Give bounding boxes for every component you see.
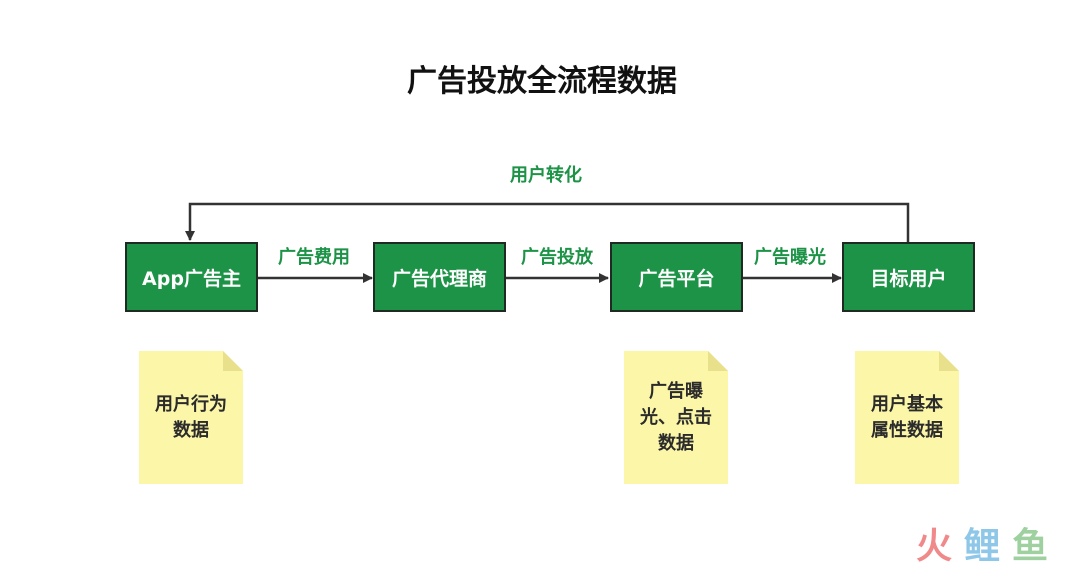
node-ad-platform: 广告平台 — [610, 242, 743, 312]
node-label: 目标用户 — [870, 267, 947, 290]
arrow-user-to-advertiser — [185, 202, 910, 242]
edge-label-ad-exposure: 广告曝光 — [754, 247, 826, 268]
node-label: 广告平台 — [638, 267, 715, 290]
node-ad-agency: 广告代理商 — [373, 242, 506, 312]
note-ad-exposure-click-data: 广告曝 光、点击 数据 — [624, 351, 728, 484]
note-shape — [624, 351, 728, 484]
node-target-user: 目标用户 — [842, 242, 975, 312]
note-text: 用户行为 数据 — [155, 393, 227, 441]
svg-text:火: 火 — [916, 526, 952, 566]
node-label: 广告代理商 — [391, 267, 487, 290]
diagram-title: 广告投放全流程数据 — [407, 64, 677, 99]
note-shape — [855, 351, 959, 484]
edge-label-user-conversion: 用户转化 — [510, 165, 582, 186]
node-label: App广告主 — [142, 267, 241, 290]
svg-text:鱼: 鱼 — [1012, 526, 1048, 566]
note-user-behavior-data: 用户行为 数据 — [139, 351, 243, 484]
huoliyu-logo: 火 鲤 鱼 — [916, 526, 1048, 566]
note-text: 广告曝 光、点击 数据 — [640, 380, 712, 454]
edge-label-ad-cost: 广告费用 — [278, 247, 350, 268]
svg-text:鲤: 鲤 — [964, 526, 1000, 566]
node-app-advertiser: App广告主 — [125, 242, 258, 312]
note-user-attribute-data: 用户基本 属性数据 — [855, 351, 959, 484]
edge-label-ad-delivery: 广告投放 — [521, 247, 593, 268]
note-text: 用户基本 属性数据 — [871, 393, 943, 441]
note-shape — [139, 351, 243, 484]
